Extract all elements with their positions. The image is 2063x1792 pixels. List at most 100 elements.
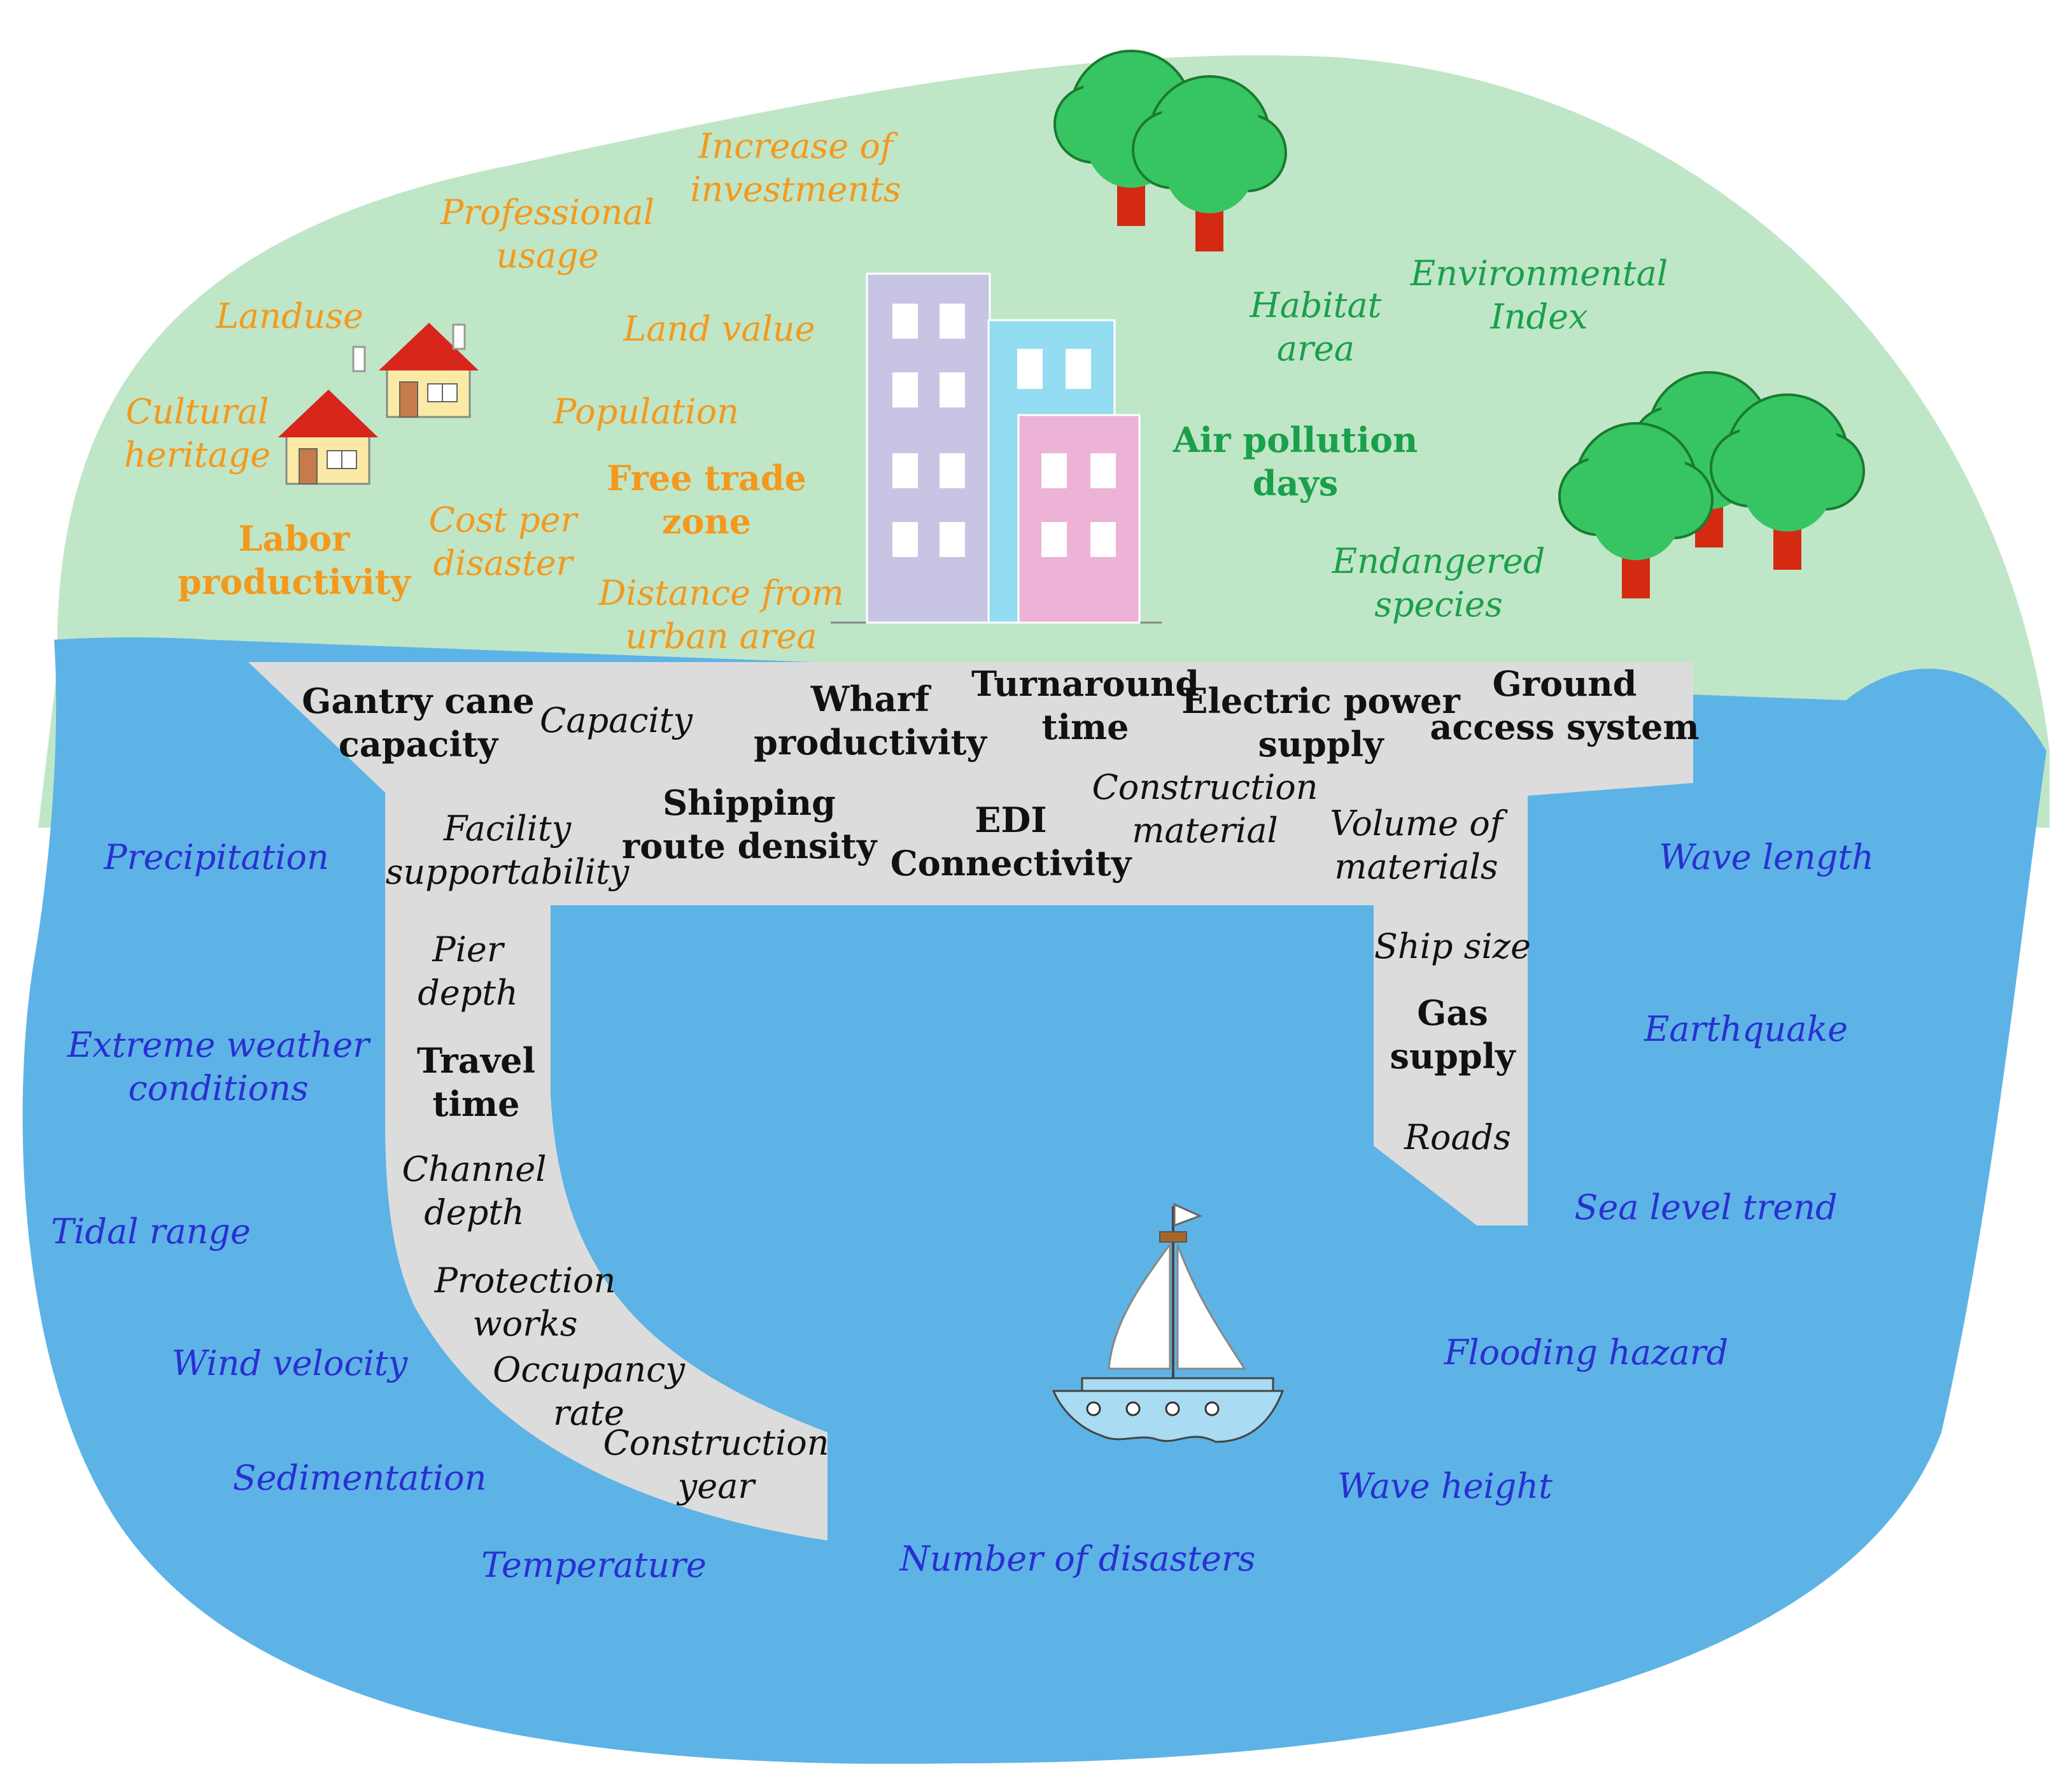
label-line: Construction [603,1423,829,1463]
label-line: Professional [440,192,654,232]
label-line: depth [424,1192,525,1232]
label-line: Ship size [1374,926,1531,966]
house-icon [352,323,479,418]
label-line: Wave height [1337,1466,1553,1506]
label-line: Wave length [1659,837,1874,877]
label-temperature: Temperature [481,1545,707,1585]
label-tidal-range: Tidal range [51,1211,251,1252]
label-line: Air pollution [1172,420,1418,460]
label-ship-size: Ship size [1374,926,1531,966]
label-line: Sea level trend [1574,1187,1837,1227]
label-line: Sedimentation [233,1458,487,1498]
label-line: Channel [402,1149,546,1189]
label-line: Roads [1404,1117,1511,1157]
label-line: usage [496,236,598,276]
label-line: route density [622,826,878,866]
label-line: area [1277,328,1355,369]
label-line: Protection [434,1260,616,1301]
label-line: materials [1334,847,1498,887]
label-line: material [1132,810,1278,850]
label-population: Population [553,392,739,432]
label-line: Connectivity [891,843,1132,884]
label-line: capacity [339,724,499,765]
label-line: Pier [432,929,505,970]
label-line: Cost per [429,500,579,540]
label-line: supportability [386,852,630,892]
label-line: Cultural [125,392,269,432]
label-line: Ground [1493,663,1637,704]
label-line: Population [553,392,739,432]
label-line: depth [418,973,518,1013]
label-line: Shipping [663,782,836,823]
label-line: investments [690,169,901,209]
label-line: Wind velocity [172,1343,409,1383]
label-land-value: Land value [623,309,815,349]
label-line: Labor [238,518,350,559]
label-line: time [1042,707,1129,747]
label-line: year [677,1466,757,1506]
label-line: Habitat [1250,285,1382,325]
label-line: heritage [124,435,271,475]
label-sea-level-trend: Sea level trend [1574,1187,1837,1227]
label-line: Travel [417,1040,535,1081]
label-line: Land value [623,309,815,349]
label-line: Extreme weather [67,1025,371,1065]
label-precipitation: Precipitation [103,837,329,877]
label-line: Occupancy [493,1350,686,1390]
label-line: Gas [1417,992,1488,1033]
label-line: Temperature [481,1545,707,1585]
label-line: Flooding hazard [1444,1332,1728,1372]
label-line: urban area [625,616,817,656]
label-line: Gantry cane [302,681,534,721]
label-line: works [473,1304,578,1344]
label-line: rate [553,1393,624,1433]
label-flooding-hazard: Flooding hazard [1444,1332,1728,1372]
label-line: Wharf [810,679,932,719]
label-line: Number of disasters [898,1539,1255,1579]
label-line: Increase of [698,126,898,166]
label-earthquake: Earthquake [1644,1009,1848,1049]
label-line: Tidal range [51,1211,251,1252]
label-line: conditions [128,1068,308,1108]
label-line: Earthquake [1644,1009,1848,1049]
label-line: supply [1258,724,1384,765]
label-line: productivity [754,722,987,763]
label-line: Electric power [1181,681,1460,721]
port-region [248,662,1693,1541]
building-icon [831,272,1162,624]
label-line: Turnaround [971,663,1199,704]
label-line: Volume of [1330,803,1507,843]
sailboat-icon [1052,1203,1285,1443]
label-line: zone [662,501,751,542]
label-wind-velocity: Wind velocity [172,1343,409,1383]
label-landuse: Landuse [215,296,363,336]
label-line: time [433,1083,520,1124]
label-capacity: Capacity [540,700,693,740]
label-line: Index [1489,297,1588,337]
label-line: Endangered [1332,541,1545,581]
